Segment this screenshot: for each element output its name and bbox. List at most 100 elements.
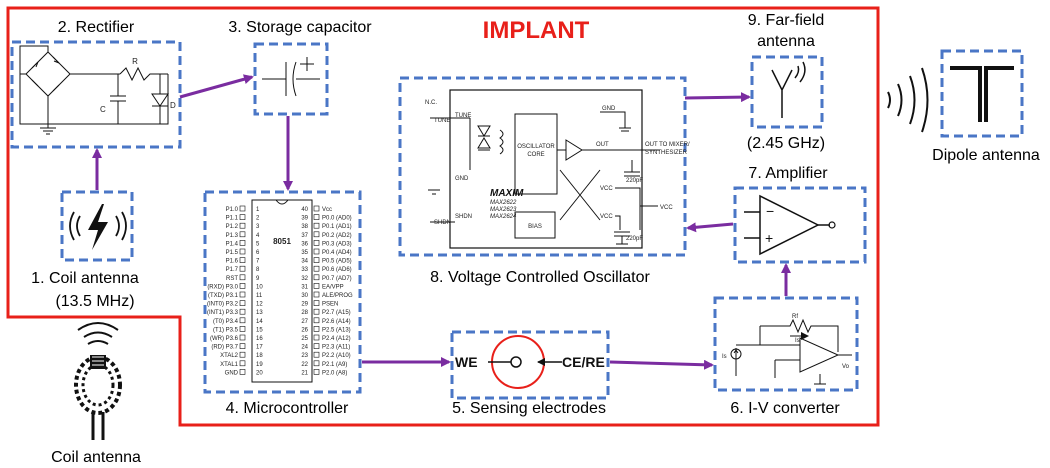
mcu-left-pin (239, 351, 246, 358)
mcu-left-pin-number: 17 (256, 345, 263, 351)
mcu-left-pin-label: (INT0) P3.2 (207, 302, 239, 308)
mcu-right-pin-number: 21 (301, 370, 308, 376)
vco-vcc-2: VCC (600, 214, 613, 220)
vco-cap-1: 220pF (626, 178, 643, 184)
vco-vcc-3: VCC (660, 205, 673, 211)
mcu-left-pin-number: 5 (256, 241, 260, 247)
storage-capacitor-symbol (262, 57, 320, 97)
vco-vcc-1: VCC (600, 186, 613, 192)
mcu-left-pin (239, 283, 246, 289)
mcu-left-pin-number: 19 (256, 362, 263, 368)
mcu-right-pin (313, 334, 320, 341)
mcu-right-pin-number: 28 (301, 310, 308, 316)
mcu-left-pin-number: 11 (256, 293, 263, 299)
vco-tune-outer: TUNE (434, 118, 450, 124)
mcu-left-pin (239, 274, 246, 281)
mcu-left-pin-label: (T1) P3.5 (213, 327, 239, 333)
we-label: WE (455, 354, 478, 370)
mcu-left-pin-number: 15 (256, 327, 263, 333)
microcontroller-label: 4. Microcontroller (226, 400, 349, 417)
vco-osc-core-2: CORE (527, 152, 544, 158)
mcu-left-pin-label: P1.3 (226, 233, 239, 239)
mcu-right-pin (313, 214, 320, 220)
cere-label: CE/RE (562, 354, 605, 370)
mcu-left-pin (239, 360, 246, 367)
mcu-right-pin (313, 240, 320, 246)
mcu-left-pin-number: 10 (256, 284, 263, 290)
resistor-label: R (132, 57, 138, 66)
mcu-left-pin-label: P1.7 (226, 267, 239, 273)
mcu-right-pin-label: P2.2 (A10) (322, 353, 351, 359)
rectifier-circuit: R C D (19, 45, 176, 135)
dipole-label: Dipole antenna (932, 147, 1040, 164)
storage-capacitor-label: 3. Storage capacitor (228, 19, 372, 36)
mcu-left-pin-label: P1.1 (226, 216, 239, 222)
implant-title: IMPLANT (483, 17, 590, 44)
mcu-left-pin-number: 1 (256, 207, 260, 213)
mcu-right-pin-number: 22 (301, 362, 308, 368)
opamp-icon: − + (744, 194, 836, 256)
mcu-left-pin (239, 343, 246, 349)
arrow-vco-to-antenna (684, 92, 751, 103)
arrow-electrodes-to-iv (609, 359, 714, 370)
diode-label: D (170, 101, 176, 110)
mcu-left-pin (239, 257, 246, 263)
mcu-right-pin-label: P0.3 (AD3) (322, 241, 352, 247)
implant-boundary (6, 6, 880, 427)
amplifier-box (733, 186, 867, 264)
vco-gnd-left: GND (455, 176, 469, 182)
mcu-right-pin-number: 27 (301, 319, 308, 325)
mcu-left-pin-label: (T0) P3.4 (213, 319, 239, 325)
vco-tune-inner: TUNE (455, 113, 471, 119)
mcu-right-pin (313, 300, 320, 306)
vco-gnd-right: GND (602, 106, 616, 112)
mcu-left-pin-label: (INT1) P3.3 (207, 310, 239, 316)
wireless-power-icon (69, 204, 127, 250)
working-electrode-dot (510, 356, 522, 368)
mcu-left-pin-number: 20 (256, 370, 263, 376)
mcu-left-pin-number: 3 (256, 224, 260, 230)
svg-text:+: + (765, 230, 773, 246)
mcu-right-pin-label: P2.3 (A11) (322, 345, 350, 351)
mcu-left-pin (239, 369, 246, 375)
mcu-right-pin (313, 265, 320, 272)
amplifier-label: 7. Amplifier (748, 165, 828, 182)
arrow-rectifier-to-storage (179, 74, 254, 99)
mcu-left-pin (239, 326, 246, 332)
mcu-left-pin-number: 6 (256, 250, 260, 256)
mcu-right-pin-number: 30 (301, 293, 308, 299)
mcu-left-pin-label: (RXD) P3.0 (207, 284, 238, 290)
mcu-right-pin-label: P2.0 (A8) (322, 370, 347, 376)
coil-antenna-label-2: (13.5 MHz) (55, 293, 134, 310)
mcu-right-pin (313, 222, 320, 229)
mcu-right-pin (313, 326, 320, 332)
mcu-right-pin-number: 36 (301, 241, 308, 247)
dipole-antenna-box (940, 49, 1024, 138)
mcu-left-pin-number: 18 (256, 353, 263, 359)
mcu-right-pin-label: P2.5 (A13) (322, 327, 351, 333)
mcu-right-pin (313, 351, 320, 358)
mcu-right-pin-label: P2.6 (A14) (322, 319, 351, 325)
vco-shdn-outer: SHDN (434, 220, 451, 226)
mcu-right-pin-number: 35 (301, 250, 308, 256)
mcu-right-pin-label: PSEN (322, 302, 338, 308)
farfield-antenna-box (750, 55, 824, 129)
is-label-1: Is (795, 338, 800, 344)
mcu-left-pin (239, 248, 246, 255)
vco-cap-2: 220pF (626, 236, 643, 242)
mcu-left-pin (239, 265, 246, 272)
mcu-left-pin-number: 16 (256, 336, 263, 342)
vco-box (398, 76, 687, 257)
mcu-left-pin-number: 13 (256, 310, 263, 316)
mcu-right-pin (313, 283, 320, 289)
vo-label: Vo (842, 364, 850, 370)
mcu-left-pin-number: 8 (256, 267, 260, 273)
mcu-left-pin (239, 205, 246, 212)
vco-shdn-inner: SHDN (455, 214, 472, 220)
mcu-right-pin-number: 34 (301, 259, 308, 265)
mcu-left-pin (239, 317, 246, 324)
vco-out-pin: OUT (596, 142, 609, 148)
vco-out-to-1: OUT TO MIXER/ (645, 142, 690, 148)
mcu-right-pin (313, 308, 320, 315)
